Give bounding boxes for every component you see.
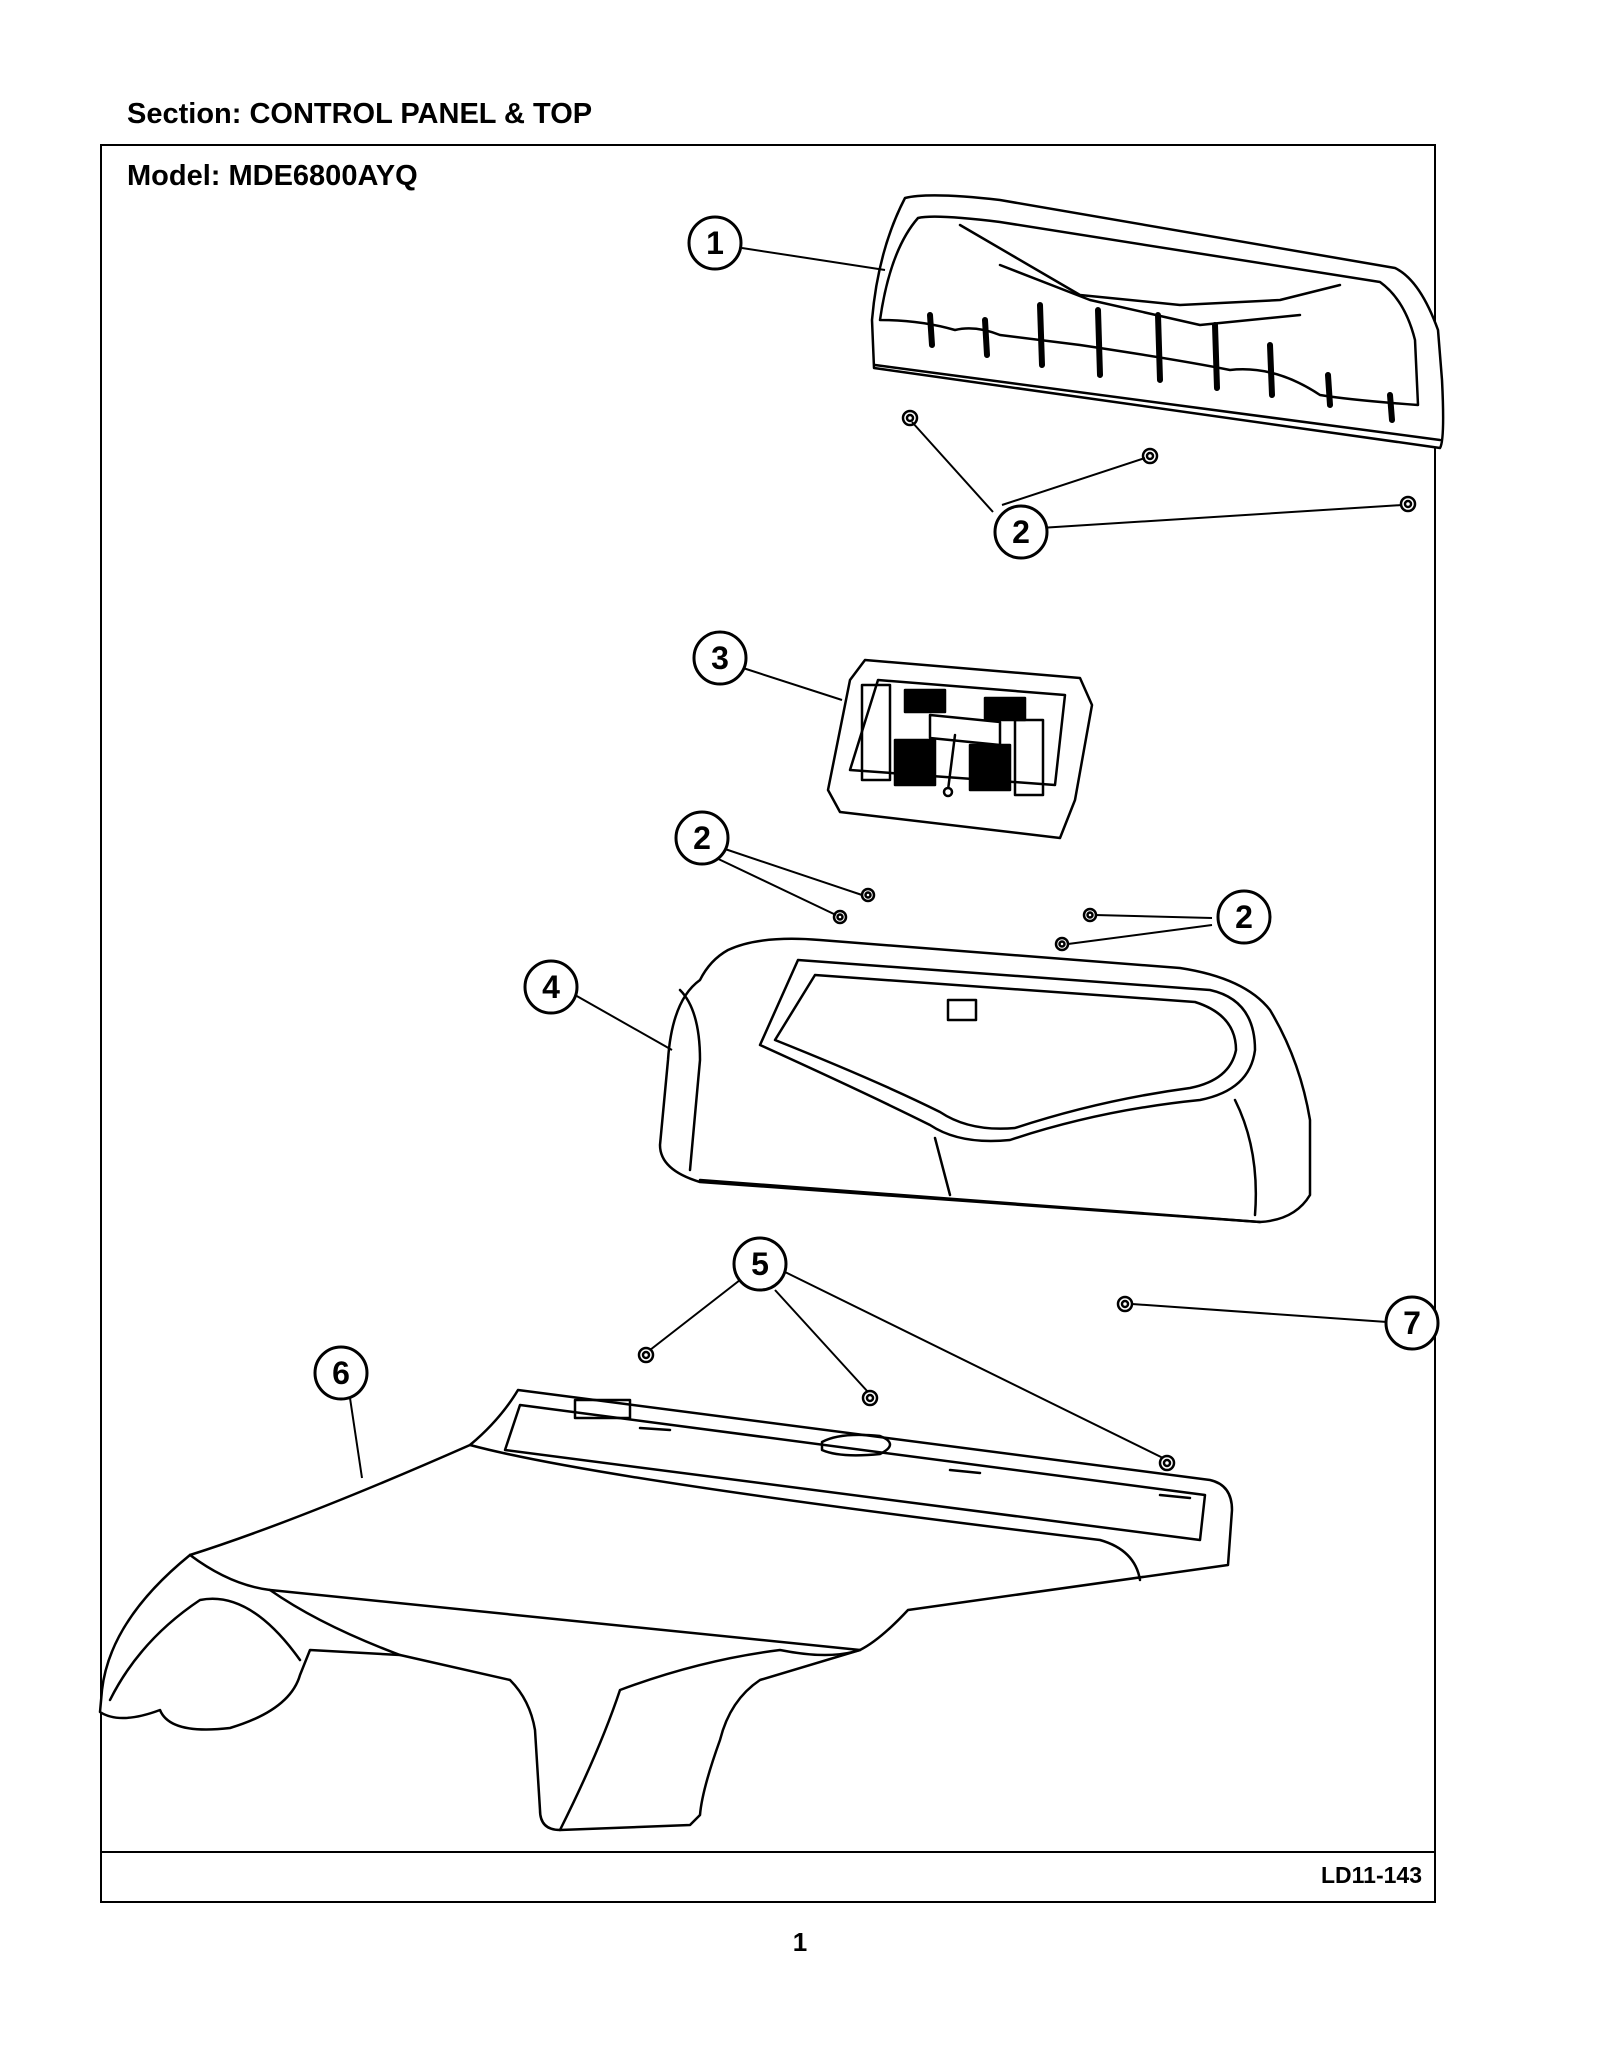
- diagram-frame: [100, 144, 1436, 1903]
- svg-text:1: 1: [706, 225, 724, 261]
- callout-5: 5: [732, 1236, 788, 1292]
- screw-icon: [637, 1295, 1176, 1472]
- svg-text:2: 2: [693, 820, 711, 856]
- svg-text:3: 3: [711, 640, 729, 676]
- callout-2: 2: [1216, 889, 1272, 945]
- leader-lines: [349, 247, 1403, 1479]
- section-title: Section: CONTROL PANEL & TOP: [127, 98, 593, 130]
- footer-divider: [100, 1851, 1436, 1853]
- svg-text:6: 6: [332, 1355, 350, 1391]
- screw-icon: [901, 409, 1417, 513]
- callout-3: 3: [692, 630, 748, 686]
- callout-7: 7: [1384, 1295, 1440, 1351]
- page-number: 1: [792, 1927, 808, 1957]
- callout-2: 2: [993, 504, 1049, 560]
- callout-6: 6: [313, 1345, 369, 1401]
- drawing-code: LD11-143: [1320, 1862, 1422, 1888]
- callout-1: 1: [687, 215, 743, 271]
- svg-text:2: 2: [1012, 514, 1030, 550]
- model-title: Model: MDE6800AYQ: [127, 160, 418, 192]
- svg-text:5: 5: [751, 1246, 769, 1282]
- svg-text:7: 7: [1403, 1305, 1421, 1341]
- part-control-board: [826, 658, 1094, 840]
- svg-text:2: 2: [1235, 899, 1253, 935]
- part-control-panel-front: [658, 937, 1312, 1224]
- screw-icon: [832, 887, 1098, 952]
- callouts: 1 2 3 2 2 4 5 7: [313, 215, 1440, 1401]
- part-top-cover: [98, 1388, 1234, 1832]
- callout-4: 4: [523, 959, 579, 1015]
- part-control-panel-back: [870, 194, 1445, 450]
- svg-text:4: 4: [542, 969, 560, 1005]
- callout-2: 2: [674, 810, 730, 866]
